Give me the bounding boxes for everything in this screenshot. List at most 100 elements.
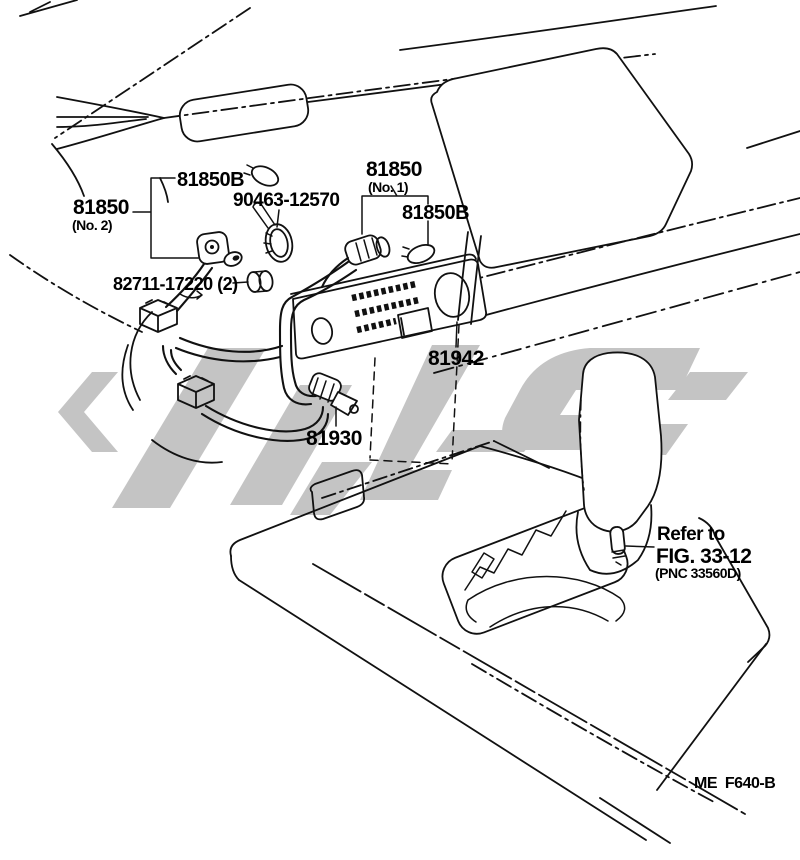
connector-plug-b	[177, 375, 215, 409]
panel-vent-strip-2	[354, 296, 420, 318]
label-82711: 82711-17220 (2)	[113, 274, 238, 294]
connector-a-body	[139, 299, 178, 333]
console-front-parallel	[312, 563, 746, 815]
part-labels: 81850B 81850 (No. 2) 90463-12570 81850 (…	[72, 158, 776, 792]
connector-plug-a	[139, 299, 178, 333]
watermark-glyph-slash-3	[290, 462, 372, 515]
clamp-ladder-ticks	[263, 232, 273, 254]
bracket-81850-no2	[132, 177, 199, 259]
connector-b-body	[177, 375, 215, 409]
refer-bulb-glass	[609, 526, 626, 555]
leader-82711	[179, 281, 249, 300]
watermark-glyph-parallelogram	[668, 372, 748, 400]
bulb-81850b-no1-icon	[401, 244, 436, 264]
shift-boot-shaft	[575, 504, 653, 575]
shift-lever	[575, 351, 663, 575]
grommet-links	[253, 270, 268, 293]
panel-round-hole	[433, 272, 471, 318]
right-parts-group	[320, 234, 436, 289]
console-front-edge	[238, 579, 647, 841]
label-81942: 81942	[428, 347, 484, 370]
shift-knob	[578, 351, 663, 533]
windshield-edge-line	[54, 7, 251, 139]
dash-left-curves	[51, 143, 169, 203]
label-81850b-no2: 81850B	[177, 169, 244, 191]
panel-vent-strip-3	[356, 317, 397, 334]
shift-gate-left-step	[471, 552, 495, 579]
dash-lower-right-line-3	[433, 271, 800, 374]
dash-vent-opening	[178, 83, 310, 143]
left-trim-arc	[121, 311, 153, 411]
label-81850-no2: 81850	[73, 196, 129, 219]
shift-knob-hidden-edge	[579, 399, 585, 491]
bracket-81850-no1	[361, 185, 429, 245]
leader-lines	[132, 177, 655, 548]
lamp-socket-no2	[196, 231, 243, 267]
console-bottom-short-line	[599, 797, 671, 844]
console-left-corner	[230, 555, 240, 581]
bulb-right-glass	[406, 244, 436, 264]
harness-wire-loop	[200, 404, 330, 442]
socket-no2-dot	[210, 245, 214, 249]
leader-refer-to	[625, 545, 655, 548]
console-right-lower-edge	[656, 643, 767, 791]
grommet-82711	[246, 270, 274, 293]
label-81850-no1-sub: (No. 1)	[368, 179, 408, 195]
console-pocket	[309, 469, 366, 521]
glove-panel-outline	[430, 47, 694, 269]
clamp-strap	[252, 202, 276, 229]
socket-81930-ribs	[311, 377, 335, 403]
harness-wire-main	[278, 260, 358, 406]
socket-no1-cap	[375, 236, 391, 258]
label-refer-line3: (PNC 33560D)	[655, 565, 741, 581]
left-lower-arc	[151, 439, 223, 464]
label-90463: 90463-12570	[233, 190, 340, 211]
shift-illumination-bulb	[609, 526, 626, 566]
console-front-band-line	[471, 663, 715, 803]
panel-small-rect-hole	[397, 307, 433, 339]
socket-no1-ribs	[355, 237, 378, 262]
dash-right-short-line	[746, 130, 800, 149]
label-81850-no2-sub: (No. 2)	[72, 217, 112, 233]
clamp-inner-ring	[269, 228, 289, 258]
cluster-panel-81942	[290, 231, 488, 465]
watermark-glyph-chevron	[58, 372, 118, 452]
socket-no2-hole	[204, 239, 220, 255]
dash-end-fishtail	[56, 96, 165, 150]
left-parts-group	[196, 164, 294, 293]
socket-81930-bulb-tip	[349, 404, 359, 414]
bulb-left-base	[243, 164, 254, 176]
console-step-side	[493, 440, 550, 469]
socket-no1-pigtail	[320, 256, 350, 289]
watermark-glyph-dash-piece	[436, 430, 540, 452]
label-refer-line2: FIG. 33-12	[656, 545, 751, 568]
label-81930: 81930	[306, 427, 362, 450]
harness-wire-connector-a-right	[174, 336, 284, 363]
refer-bulb-base	[611, 549, 626, 566]
label-refer-line1: Refer to	[657, 524, 725, 545]
console-side-behind-panel	[457, 231, 482, 325]
clamp-90463	[252, 202, 294, 263]
leader-81942	[455, 321, 458, 348]
harness-wire-to-connector-a	[164, 262, 214, 313]
lamp-socket-no1	[320, 234, 391, 289]
label-figure-code: ME F640-B	[694, 775, 775, 792]
leader-90463	[276, 209, 280, 228]
a-pillar-lines	[19, 0, 78, 17]
kick-panel-lines	[9, 254, 143, 333]
watermark-glyph-slash-1	[112, 348, 266, 508]
dash-upper-line-art	[9, 0, 800, 464]
bulb-right-base	[401, 246, 410, 258]
harness-wire-a-to-b	[161, 344, 183, 376]
wire-harness	[139, 260, 359, 442]
bulb-socket-81930	[308, 372, 359, 416]
hidden-edge-dashes	[369, 324, 460, 465]
console-step-line	[321, 440, 495, 499]
label-81850b-no1: 81850B	[402, 202, 469, 224]
label-81850-no1: 81850	[366, 158, 422, 181]
panel-vent-strip-1	[351, 280, 417, 302]
dash-top-edge-upper	[399, 5, 717, 51]
panel-oval-hole	[310, 317, 334, 345]
